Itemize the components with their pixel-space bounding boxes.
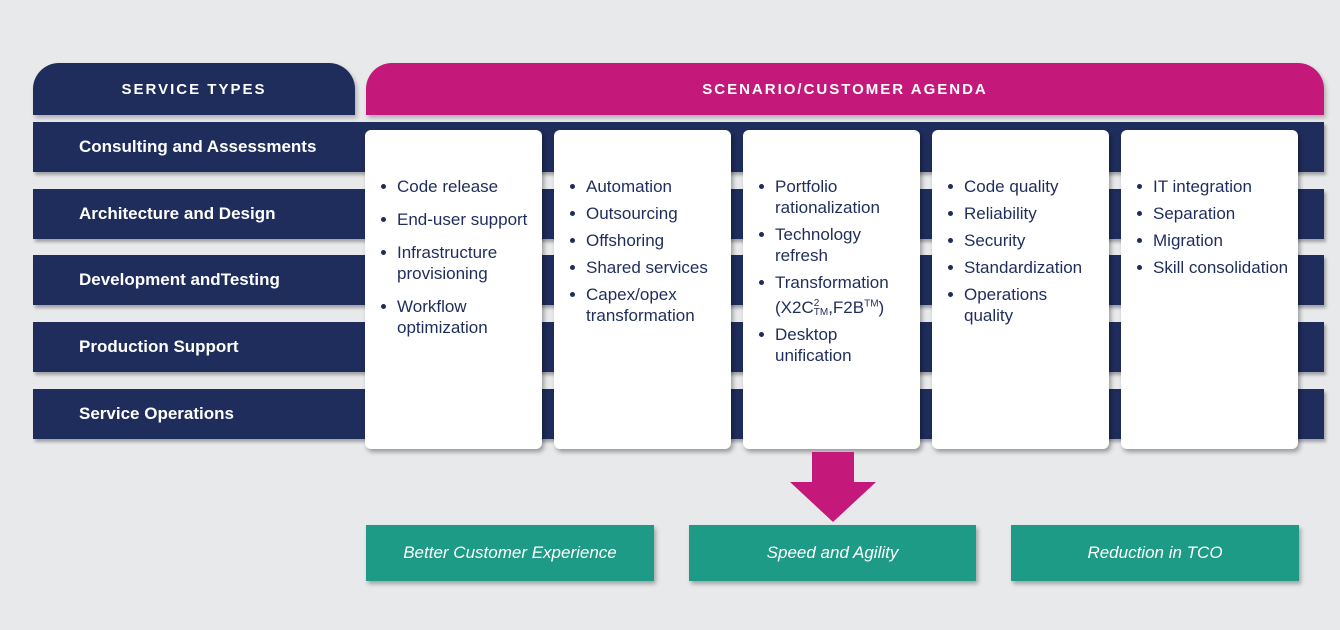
list-item: Security: [947, 230, 1101, 251]
outcome-label: Speed and Agility: [766, 543, 899, 562]
transformation-label: Transformation: [775, 273, 889, 292]
scenario-card-4: Code quality Reliability Security Standa…: [932, 130, 1109, 449]
list-item: Capex/opex transformation: [569, 284, 723, 326]
list-item: Code release: [380, 176, 534, 197]
service-row-label: Service Operations: [79, 404, 234, 423]
scenario-card-3: Portfolio rationalization Technology ref…: [743, 130, 920, 449]
service-types-title: SERVICE TYPES: [121, 80, 267, 98]
list-item: Workflow optimization: [380, 296, 534, 338]
list-item: Portfolio rationalization: [758, 176, 912, 218]
service-row-label: Production Support: [79, 337, 239, 356]
list-item: Automation: [569, 176, 723, 197]
list-item: IT integration: [1136, 176, 1290, 197]
outcome-speed-and-agility: Speed and Agility: [689, 525, 976, 581]
list-item: Infrastructure provisioning: [380, 242, 534, 284]
service-types-header: SERVICE TYPES: [33, 63, 355, 115]
list-item: Operations quality: [947, 284, 1101, 326]
down-arrow-icon: [790, 452, 876, 522]
list-item: End-user support: [380, 209, 534, 230]
scenario-card-list: Portfolio rationalization Technology ref…: [758, 176, 912, 366]
list-item: Technology refresh: [758, 224, 912, 266]
scenario-agenda-header: SCENARIO/CUSTOMER AGENDA: [366, 63, 1324, 115]
scenario-card-list: Code quality Reliability Security Standa…: [947, 176, 1101, 326]
outcome-better-customer-experience: Better Customer Experience: [366, 525, 654, 581]
list-item: Code quality: [947, 176, 1101, 197]
list-item: Desktop unification: [758, 324, 912, 366]
list-item: Outsourcing: [569, 203, 723, 224]
list-item: Migration: [1136, 230, 1290, 251]
service-row-label: Architecture and Design: [79, 204, 276, 223]
scenario-agenda-title: SCENARIO/CUSTOMER AGENDA: [702, 80, 988, 98]
list-item: Skill consolidation: [1136, 257, 1290, 278]
list-item: Standardization: [947, 257, 1101, 278]
list-item: Reliability: [947, 203, 1101, 224]
scenario-card-5: IT integration Separation Migration Skil…: [1121, 130, 1298, 449]
list-item: Offshoring: [569, 230, 723, 251]
outcome-label: Better Customer Experience: [403, 543, 617, 562]
scenario-card-list: Code release End-user support Infrastruc…: [380, 176, 534, 338]
scenario-card-list: Automation Outsourcing Offshoring Shared…: [569, 176, 723, 326]
scenario-card-1: Code release End-user support Infrastruc…: [365, 130, 542, 449]
service-row-label: Development andTesting: [79, 270, 280, 289]
scenario-card-list: IT integration Separation Migration Skil…: [1136, 176, 1290, 278]
list-item: Shared services: [569, 257, 723, 278]
service-row-label: Consulting and Assessments: [79, 137, 317, 156]
list-item: Separation: [1136, 203, 1290, 224]
scenario-card-2: Automation Outsourcing Offshoring Shared…: [554, 130, 731, 449]
outcome-label: Reduction in TCO: [1087, 543, 1223, 562]
outcome-reduction-in-tco: Reduction in TCO: [1011, 525, 1299, 581]
